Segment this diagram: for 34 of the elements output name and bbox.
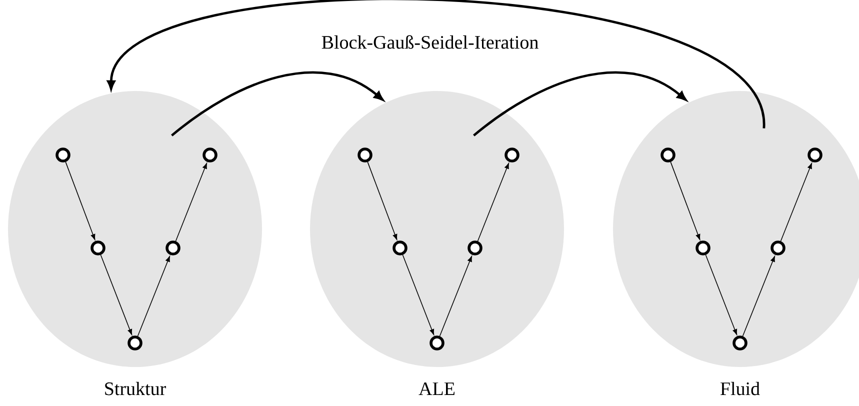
small-circle bbox=[166, 240, 180, 256]
arrow bbox=[367, 162, 398, 240]
small-circle bbox=[808, 148, 822, 162]
arrow bbox=[705, 254, 738, 335]
small-circle bbox=[468, 240, 482, 256]
small-circle bbox=[202, 148, 218, 162]
arrow bbox=[477, 163, 510, 242]
small-circle bbox=[430, 336, 444, 350]
loop-arrow bbox=[107, 0, 766, 129]
region-label: ALE bbox=[418, 382, 455, 395]
small-circle bbox=[696, 240, 710, 256]
arrow bbox=[137, 256, 170, 337]
curved-arrow bbox=[473, 71, 686, 136]
small-circle bbox=[732, 336, 748, 350]
arrow bbox=[100, 254, 132, 335]
curved-arrow bbox=[171, 71, 384, 136]
edge-label: Block-Gauß-Seidel-Iteration bbox=[320, 34, 540, 50]
small-circle bbox=[358, 148, 372, 162]
small-circle bbox=[504, 148, 520, 162]
small-circle bbox=[56, 148, 70, 162]
region-label: Fluid bbox=[720, 382, 760, 396]
arrow bbox=[175, 163, 208, 242]
arrow bbox=[402, 254, 434, 335]
arrow bbox=[439, 256, 472, 337]
arrow bbox=[65, 162, 96, 240]
small-circle bbox=[392, 240, 408, 256]
arrow bbox=[742, 256, 776, 337]
small-circle bbox=[90, 240, 106, 256]
small-circle bbox=[660, 148, 676, 162]
small-circle bbox=[128, 336, 142, 350]
arrow bbox=[670, 162, 700, 240]
region-label: Struktur bbox=[105, 382, 166, 396]
arrow bbox=[780, 163, 812, 242]
small-circle bbox=[770, 240, 786, 256]
